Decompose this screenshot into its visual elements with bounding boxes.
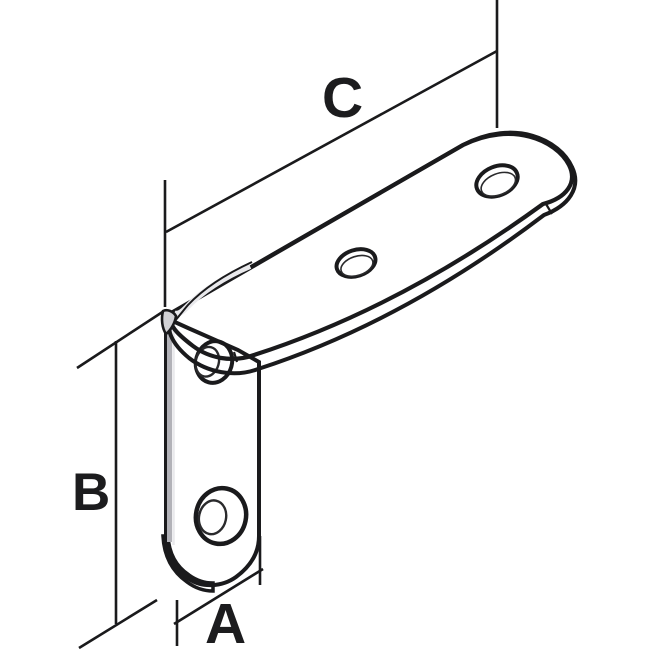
- dimension-a: A: [173, 536, 264, 650]
- leg-hole-bottom: [193, 485, 249, 547]
- dim-label-b: B: [72, 463, 110, 522]
- dim-label-a: A: [205, 592, 246, 650]
- bracket-vertical-leg: [161, 314, 261, 593]
- plate-edge-seam-right: [545, 203, 553, 215]
- dim-b-extension-top: [76, 309, 165, 370]
- plate-hole-right-opening: [480, 171, 517, 197]
- bracket-horizontal-arm: [160, 130, 578, 376]
- plate-top-face: [168, 131, 575, 361]
- fold-corner-highlight: [160, 308, 178, 336]
- leg-hole-bottom-opening: [197, 499, 228, 536]
- plate-hole-middle: [334, 247, 378, 279]
- dimension-b: B: [72, 309, 165, 650]
- fold-crease-line: [173, 261, 253, 323]
- plate-hole-right: [474, 163, 520, 199]
- dim-b-extension-bottom: [78, 598, 158, 650]
- plate-hole-middle-opening: [340, 254, 374, 278]
- dim-c-line: [165, 49, 498, 234]
- leg-front-face: [164, 314, 261, 588]
- leg-bottom-edge-thickness: [161, 534, 215, 593]
- dim-a-line: [173, 567, 264, 626]
- leg-hole-bottom-bore: [193, 485, 249, 547]
- dim-label-c: C: [322, 66, 363, 130]
- dimension-c: C: [163, 0, 499, 307]
